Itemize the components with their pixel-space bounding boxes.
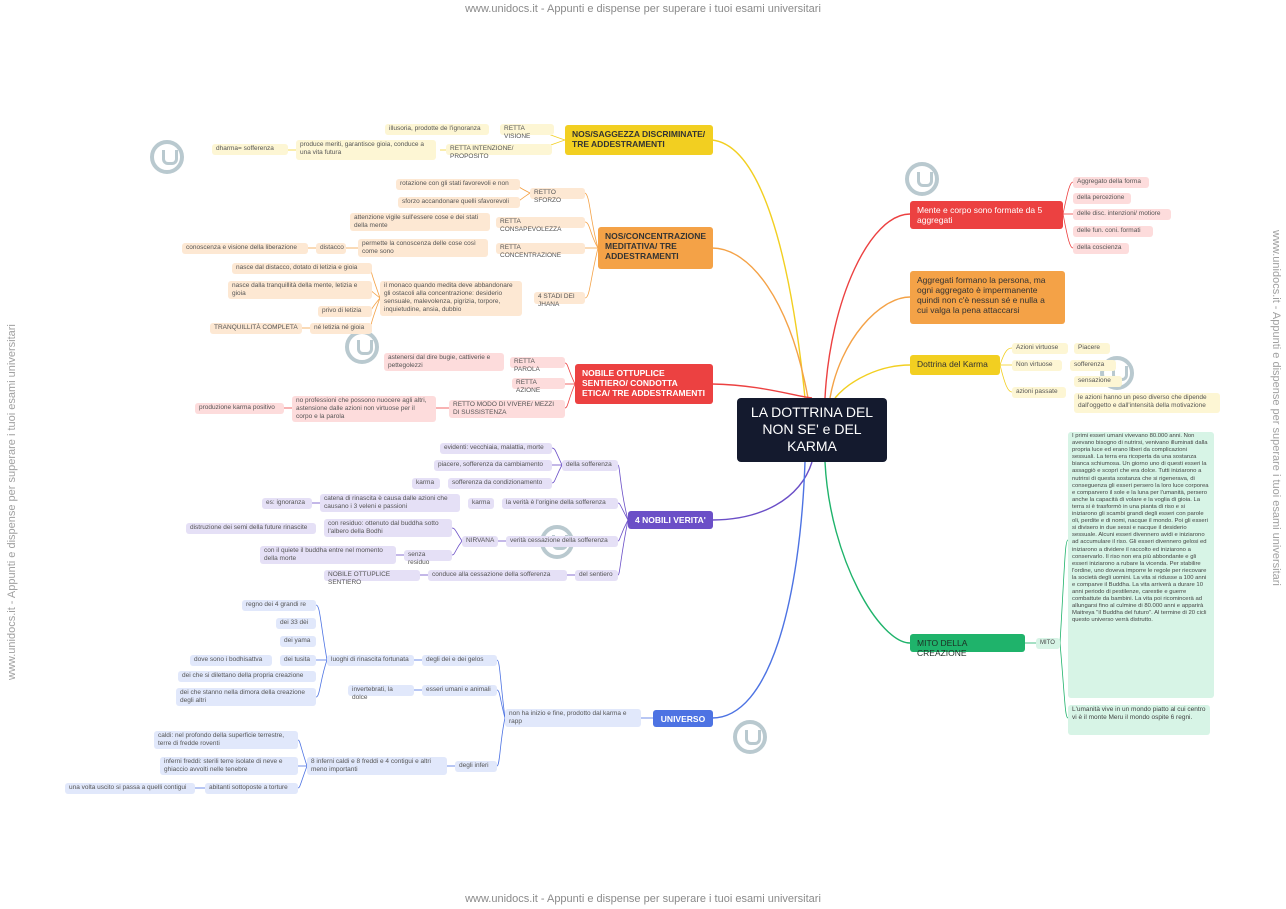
node-produzione-karma[interactable]: produzione karma positivo [195,403,284,414]
node-retta-intenzione[interactable]: RETTA INTENZIONE/ PROPOSITO [446,144,552,160]
node-dharma[interactable]: dharma= sofferenza [212,144,288,155]
node-le-azioni-peso[interactable]: le azioni hanno un peso diverso che dipe… [1074,393,1220,413]
node-permette[interactable]: permette la conoscenza delle cose così c… [358,239,488,257]
node-sofferenza-condizionamento[interactable]: sofferenza da condizionamento [448,478,552,489]
unidocs-logo-icon [345,330,379,364]
node-piacere[interactable]: Piacere [1074,343,1110,354]
node-distacco[interactable]: distacco [316,243,346,254]
node-rotazione[interactable]: rotazione con gli stati favorevoli e non [396,179,520,190]
topic-mente-corpo[interactable]: Mente e corpo sono formate da 5 aggregat… [910,201,1063,229]
node-piacere-cambiamento[interactable]: piacere, sofferenza da cambiamento [434,460,552,471]
node-dei-tusita[interactable]: dei tusita [280,655,316,666]
node-conduce-cessazione[interactable]: conduce alla cessazione della sofferenza [428,570,567,581]
node-bodhisattva[interactable]: dove sono i bodhisattva [190,655,272,666]
node-monaco[interactable]: il monaco quando medita deve abbandonare… [380,281,522,316]
watermark-top: www.unidocs.it - Appunti e dispense per … [465,3,821,15]
node-inferni-caldi[interactable]: caldi: nel profondo della superficie ter… [154,731,298,749]
node-ne-letizia[interactable]: né letizia né gioia [310,323,372,334]
node-retta-azione[interactable]: RETTA AZIONE [512,378,565,394]
node-karma-2[interactable]: karma [468,498,494,509]
node-degli-inferi[interactable]: degli inferi [455,761,497,772]
watermark-left: www.unidocs.it - Appunti e dispense per … [6,324,18,680]
node-nasce-tranquillita[interactable]: nasce dalla tranquillità della mente, le… [228,281,372,299]
node-produce-meriti[interactable]: produce meriti, garantisce gioia, conduc… [296,140,436,160]
topic-aggregati-persona[interactable]: Aggregati formano la persona, ma ogni ag… [910,271,1065,324]
unidocs-logo-icon [905,162,939,196]
node-illusoria[interactable]: illusoria, prodotte de l'ignoranza [385,124,489,135]
node-azioni-virtuose[interactable]: Azioni virtuose [1012,343,1068,354]
node-mito[interactable]: MITO [1036,638,1060,649]
node-karma-1[interactable]: karma [412,478,440,489]
node-dei-yama[interactable]: dei yama [280,636,316,647]
node-tranquillita-completa[interactable]: TRANQUILLITÀ COMPLETA [210,323,302,334]
node-privo-letizia[interactable]: privo di letizia [318,306,372,317]
node-con-quiete[interactable]: con il quiete il buddha entre nel moment… [260,546,396,564]
node-azioni-passate[interactable]: azioni passate [1012,387,1066,398]
node-luoghi-rinascita[interactable]: luoghi di rinascita fortunata [327,655,414,666]
node-una-volta-uscito[interactable]: una volta uscito si passa a quelli conti… [65,783,195,794]
topic-saggezza[interactable]: NOS/SAGGEZZA DISCRIMINATE/ TRE ADDESTRAM… [565,125,713,155]
node-monte-meru[interactable]: L'umanità vive in un mondo piatto al cui… [1068,705,1210,735]
node-del-sentiero[interactable]: del sentiero [575,570,618,581]
unidocs-logo-icon [733,720,767,754]
topic-nobili-verita[interactable]: 4 NOBILI VERITA' [628,511,713,529]
topic-mito-creazione[interactable]: MITO DELLA CREAZIONE [910,634,1025,658]
node-abitanti-torture[interactable]: abitanti sottoposte a torture [205,783,298,794]
node-retta-visione[interactable]: RETTA VISIONE [500,124,554,140]
node-percezione[interactable]: della percezione [1073,193,1131,204]
node-aggregato-forma[interactable]: Aggregato della forma [1073,177,1149,188]
topic-concentrazione[interactable]: NOS/CONCENTRAZIONE MEDITATIVA/ TRE ADDES… [598,227,713,269]
node-4-stadi[interactable]: 4 STADI DEI JHANA [534,292,585,308]
node-con-residuo[interactable]: con residuo: ottenuto dal buddha sotto l… [324,519,452,537]
node-degli-dei[interactable]: degli dei e dei gelos [422,655,497,666]
node-esseri-umani[interactable]: esseri umani e animali [422,685,497,696]
topic-sentiero[interactable]: NOBILE OTTUPLICE SENTIERO/ CONDOTTA ETIC… [575,364,713,404]
node-retta-consapevolezza[interactable]: RETTA CONSAPEVOLEZZA [496,217,585,233]
watermark-right: www.unidocs.it - Appunti e dispense per … [1270,230,1282,586]
node-verita-origine[interactable]: la verità è l'origine della sofferenza [502,498,618,509]
node-ignoranza[interactable]: es: ignoranza [262,498,312,509]
node-della-sofferenza[interactable]: della sofferenza [562,460,618,471]
node-fun-coni[interactable]: delle fun. coni. formati [1073,226,1153,237]
unidocs-logo-icon [150,140,184,174]
node-astenersi[interactable]: astenersi dal dire bugie, cattiverie e p… [384,353,504,371]
node-inferni[interactable]: 8 inferni caldi e 8 freddi e 4 contigui … [307,757,447,775]
node-distruzione-semi[interactable]: distruzione dei semi della future rinasc… [186,523,316,534]
node-coscienza[interactable]: della coscienza [1073,243,1129,254]
node-dei-33[interactable]: dei 33 dèi [276,618,316,629]
node-mito-racconto[interactable]: I primi esseri umani vivevano 80.000 ann… [1068,432,1214,698]
node-nobile-sentiero[interactable]: NOBILE OTTUPLICE SENTIERO [324,570,420,586]
node-retto-modo[interactable]: RETTO MODO DI VIVERE/ MEZZI DI SUSSISTEN… [449,400,565,418]
node-retto-sforzo[interactable]: RETTO SFORZO [530,188,585,204]
node-senza-residuo[interactable]: senza residuo [404,550,452,566]
node-nirvana[interactable]: NIRVANA [462,536,498,547]
node-disc-intenzioni[interactable]: delle disc. intenzioni/ motiore [1073,209,1171,220]
node-inferni-freddi[interactable]: inferni freddi: sterili terre isolate di… [160,757,298,775]
topic-dottrina-karma[interactable]: Dottrina del Karma [910,355,1000,375]
node-evidenti[interactable]: evidenti: vecchiaia, malattia, morte [440,443,552,454]
node-conoscenza-liberazione[interactable]: conoscenza e visione della liberazione [182,243,308,254]
node-nasce-distacco[interactable]: nasce dal distacco, dotato di letizia e … [232,263,372,274]
node-verita-cessazione[interactable]: verità cessazione della sofferenza [506,536,618,547]
node-retta-parola[interactable]: RETTA PAROLA [510,357,565,373]
central-topic[interactable]: LA DOTTRINA DEL NON SE' e DEL KARMA [737,398,887,462]
topic-universo[interactable]: UNIVERSO [653,710,713,727]
node-sofferenza[interactable]: sofferenza [1070,360,1116,371]
node-attenzione[interactable]: attenzione vigile sull'essere cose e dei… [350,213,490,231]
watermark-bottom: www.unidocs.it - Appunti e dispense per … [465,893,821,905]
node-invertebrati[interactable]: invertebrati, la dolce [348,685,414,701]
node-regno-4-re[interactable]: regno dei 4 grandi re [242,600,316,611]
node-catena-rinascita[interactable]: catena di rinascita è causa dalle azioni… [320,494,460,512]
node-professioni[interactable]: no professioni che possono nuocere agli … [292,396,436,422]
node-dilettano[interactable]: dei che si dilettano della propria creaz… [178,671,316,682]
node-non-ha-inizio[interactable]: non ha inizio e fine, prodotto dal karma… [505,709,641,727]
node-sensazione[interactable]: sensazione [1074,376,1122,387]
node-retta-concentrazione[interactable]: RETTA CONCENTRAZIONE [496,243,585,259]
node-non-virtuose[interactable]: Non virtuose [1012,360,1062,371]
node-sforzo[interactable]: sforzo accandonare quelli sfavorevoli [398,197,520,208]
node-dimora-creazione[interactable]: dei che stanno nella dimora della creazi… [176,688,316,706]
